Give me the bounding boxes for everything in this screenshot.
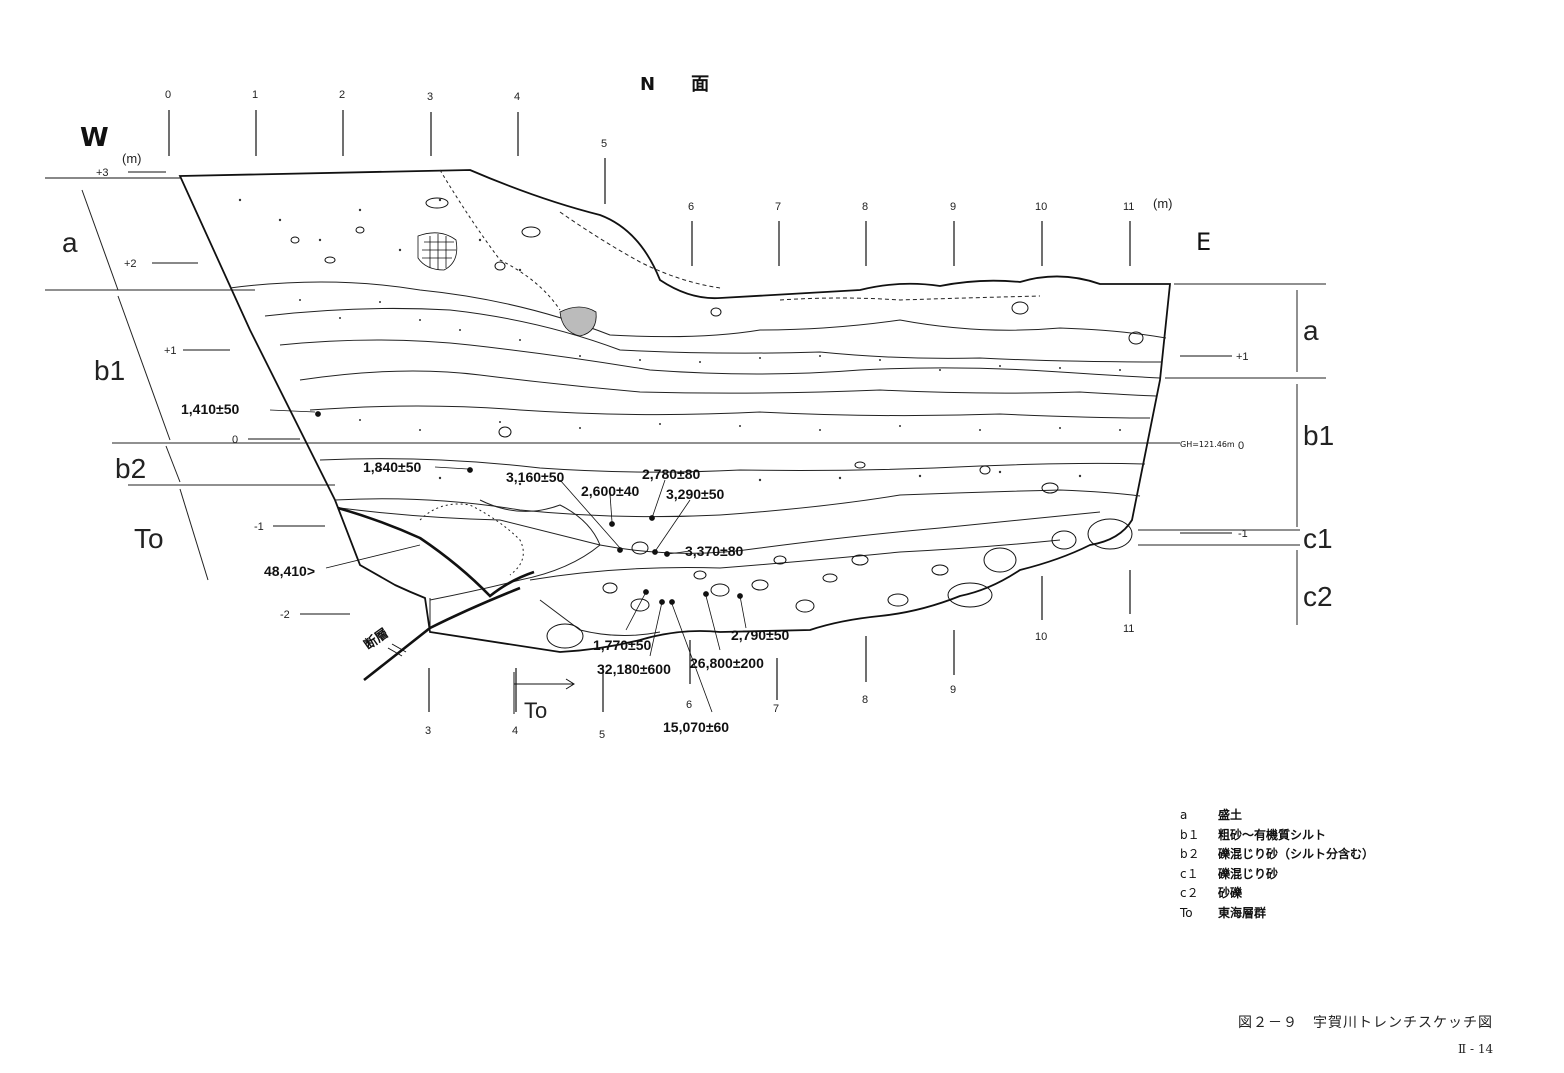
west-layer-a: a [62,227,78,258]
trench-outline [178,169,1171,653]
legend-code: b２ [1180,847,1200,861]
sediment-stipple [238,198,1121,486]
legend-item: b１ 粗砂〜有機質シルト [1180,826,1374,846]
west-layer-to: To [134,523,164,554]
legend-desc: 盛土 [1218,808,1243,822]
legend-desc: 粗砂〜有機質シルト [1218,827,1327,842]
unit-label-left: (m) [122,151,142,166]
face-title: N 面 [640,74,709,95]
legend-code: c１ [1180,866,1199,881]
west-elev-0: 0 [232,434,238,446]
top-scale [168,110,1131,266]
bottom-tick-7: 7 [773,703,779,715]
east-layer-c1: c1 [1303,523,1333,554]
top-tick-5: 5 [601,138,607,150]
top-tick-3: 3 [427,91,433,103]
top-tick-0: 0 [165,89,171,101]
to-bottom-marker [513,672,575,714]
legend-desc: 礫混じり砂（シルト分含む） [1218,847,1375,861]
top-tick-1: 1 [252,89,258,101]
west-layer-b2: b2 [115,453,146,484]
west-elev-minus1: -1 [254,521,264,533]
west-elev-plus3: +3 [96,167,109,179]
date-label: 2,600±40 [581,483,640,499]
bottom-scale [428,570,1131,712]
west-elev-plus1: +1 [164,345,177,357]
date-label: 2,780±80 [642,466,701,482]
bottom-tick-11: 11 [1123,623,1134,635]
gravel-clasts [290,197,1144,649]
date-label: 2,790±50 [731,627,790,643]
date-label: 3,370±80 [685,543,744,559]
top-tick-10: 10 [1035,201,1047,213]
gh-label: GH=121.46m [1180,440,1235,449]
legend-item: b２ 礫混じり砂（シルト分含む） [1180,845,1374,865]
east-elev-minus1: -1 [1238,528,1248,540]
figure-caption: 図２－９ 宇賀川トレンチスケッチ図 [1238,1015,1493,1031]
unit-label-right: (m) [1153,196,1173,211]
legend-item: c１ 礫混じり砂 [1180,865,1374,885]
west-elevation-ticks [45,171,350,615]
bottom-tick-3: 3 [425,725,431,737]
stratigraphy-lines [229,169,1167,637]
west-elev-plus2: +2 [124,258,137,270]
bottom-tick-4: 4 [512,725,518,737]
bottom-tick-9: 9 [950,684,956,696]
east-layer-b1: b1 [1303,420,1334,451]
date-leaders [269,409,747,713]
legend-item: c２ 砂礫 [1180,884,1374,904]
west-layer-b1: b1 [94,355,125,386]
fault-label: 断層 [361,625,391,653]
top-tick-2: 2 [339,89,345,101]
east-layer-scale [1138,283,1326,625]
west-label: W [80,123,109,153]
legend-desc: 礫混じり砂 [1218,866,1279,881]
top-tick-9: 9 [950,201,956,213]
date-label: 3,290±50 [666,486,725,502]
date-label: 3,160±50 [506,469,565,485]
legend-desc: 東海層群 [1218,905,1267,920]
legend-code: b１ [1180,827,1200,842]
legend-desc: 砂礫 [1218,886,1243,900]
legend-code: a [1180,808,1188,822]
top-tick-11: 11 [1123,201,1134,213]
top-tick-4: 4 [514,91,520,103]
legend-item: a 盛土 [1180,806,1374,826]
east-elev-0: 0 [1238,440,1244,452]
legend-code: c２ [1180,886,1199,900]
date-label: 1,770±50 [593,637,652,653]
radiocarbon-dates: 1,410±50 1,840±50 3,160±50 2,780±80 2,60… [181,401,790,735]
west-layer-scale [45,189,1180,581]
fault [337,506,535,682]
bottom-tick-5: 5 [599,729,605,741]
date-label: 1,840±50 [363,459,422,475]
date-label: 32,180±600 [597,661,671,677]
top-tick-6: 6 [688,201,694,213]
page-number: Ⅱ - 14 [1458,1042,1494,1056]
bottom-tick-10: 10 [1035,631,1047,643]
east-label: E [1196,228,1211,256]
west-elev-minus2: -2 [280,609,290,621]
date-label: 15,070±60 [663,719,729,735]
east-elev-plus1: +1 [1236,351,1249,363]
legend-code: To [1180,905,1193,920]
hatched-clast [417,232,458,271]
east-layer-a: a [1303,315,1319,346]
date-label: 1,410±50 [181,401,240,417]
top-tick-7: 7 [775,201,781,213]
bottom-tick-8: 8 [862,694,868,706]
top-tick-8: 8 [862,201,868,213]
to-bottom-label: To [524,698,547,723]
date-label: 48,410> [264,563,315,579]
bottom-tick-6: 6 [686,699,692,711]
east-layer-c2: c2 [1303,581,1333,612]
dotted-lens [559,306,597,337]
legend-item: To 東海層群 [1180,904,1374,924]
date-label: 26,800±200 [690,655,764,671]
east-elevation-ticks [1180,355,1232,534]
